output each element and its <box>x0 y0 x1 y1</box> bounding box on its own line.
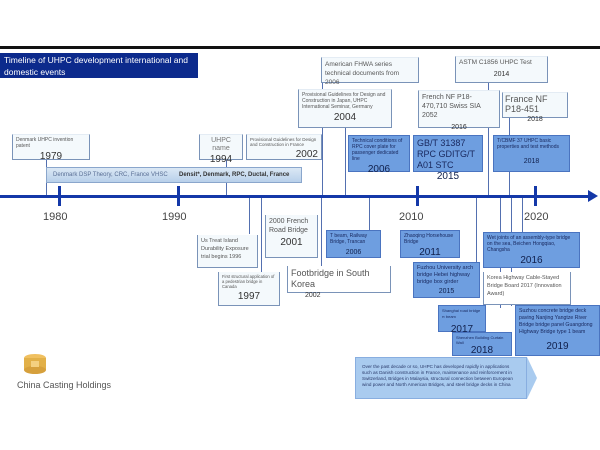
year-label: 2010 <box>399 211 424 223</box>
event-box: Us Treat Island Durability Exposure tria… <box>197 235 258 268</box>
tick-1990 <box>177 186 180 206</box>
event-year: 2014 <box>493 71 510 78</box>
arrow-right-icon <box>588 190 598 202</box>
event-text: Provisional Guidelines for Design and Co… <box>250 137 317 147</box>
event-box: Footbridge in South Korea 2002 <box>287 266 391 299</box>
event-year: 1997 <box>237 291 261 302</box>
tick-1980 <box>58 186 61 206</box>
year-label: 1990 <box>162 211 187 223</box>
connector <box>488 83 489 196</box>
company-name: China Casting Holdings <box>17 380 112 390</box>
event-text: France NF P18-451 <box>505 94 548 114</box>
summary-callout: Over the past decade or so, UHPC has dev… <box>355 357 527 399</box>
callout-arrow-icon <box>527 357 537 399</box>
event-box: Provisional Guidelines for Design and Co… <box>246 134 322 160</box>
event-year: 2004 <box>333 112 357 123</box>
connector <box>321 198 322 268</box>
event-text: First structural application of a pedest… <box>222 274 275 289</box>
event-box: Korea Highway Cable-Stayed Bridge Board … <box>483 272 571 305</box>
event-year: 1979 <box>39 151 63 162</box>
event-year: 2018 <box>527 116 543 123</box>
event-text: T/CBMF 37 UHPC basic properties and test… <box>497 138 559 150</box>
connector <box>322 83 323 89</box>
event-text: ASTM C1856 UHPC Test <box>459 59 532 66</box>
event-year: 2002 <box>305 292 321 299</box>
event-year: 2015 <box>438 288 455 295</box>
event-year: 2011 <box>419 247 441 258</box>
event-year: 2016 <box>520 255 543 266</box>
connector <box>476 198 477 262</box>
connector <box>322 128 323 196</box>
event-text: UHPC name <box>211 137 231 152</box>
tick-2010 <box>416 186 419 206</box>
event-text: 2000 French Road Bridge <box>269 218 309 234</box>
connector <box>369 198 370 230</box>
page-title: Timeline of UHPC development internation… <box>0 53 198 78</box>
event-box: Fuzhou University arch bridge Hebei high… <box>413 262 480 298</box>
year-label: 1980 <box>43 211 68 223</box>
event-year: 2019 <box>546 341 569 352</box>
event-text: GB/T 31387 RPC GDITG/T A01 STC <box>417 138 475 170</box>
event-year: 2002 <box>295 149 318 160</box>
event-box: T beam, Railway Bridge, Trancan 2006 <box>326 230 381 258</box>
connector <box>249 198 250 234</box>
event-text: Technical conditions of RPC cover plate … <box>352 138 403 162</box>
event-year: 2018 <box>470 345 494 356</box>
connector <box>261 198 262 272</box>
connector <box>522 198 523 232</box>
event-box: Denmark UHPC invention patent 1979 <box>12 134 90 162</box>
event-text: Shanghai road bridge π beam <box>442 308 481 319</box>
event-box: France NF P18-451 2018 <box>502 92 568 123</box>
event-box: UHPC name 1994 <box>199 134 243 165</box>
event-box: Wet joints of an assembly-type bridge on… <box>483 232 580 268</box>
event-year: 2017 <box>450 324 474 335</box>
event-box: First structural application of a pedest… <box>218 272 280 306</box>
connector <box>345 128 346 196</box>
event-year: 2006 <box>367 164 391 175</box>
event-box: Shanghai road bridge π beam 2017 <box>438 305 486 335</box>
event-year: 2006 <box>345 249 362 256</box>
event-box: T/CBMF 37 UHPC basic properties and test… <box>493 135 570 172</box>
event-text: Denmark UHPC invention patent <box>16 137 74 149</box>
event-box: French NF P18-470,710 Swiss SIA 2052 2016 <box>418 90 500 131</box>
event-text: Footbridge in South Korea <box>291 268 370 289</box>
band-right-label: Densit*, Denmark, RPC, Ductal, France <box>179 172 290 178</box>
event-text: Us Treat Island Durability Exposure tria… <box>201 238 249 260</box>
event-year: 2001 <box>280 237 303 248</box>
event-box: Provisional Guidelines for Design and Co… <box>298 89 392 128</box>
top-divider <box>0 46 600 49</box>
event-box: Technical conditions of RPC cover plate … <box>348 135 410 175</box>
event-year: 2015 <box>436 171 460 182</box>
era-band: Denmark DSP Theory, CRC, France VHSC Den… <box>46 167 302 183</box>
year-label: 2020 <box>524 211 549 223</box>
event-text: Korea Highway Cable-Stayed Bridge Board … <box>487 275 562 297</box>
event-year: 2016 <box>451 124 467 131</box>
company-logo-icon <box>22 353 48 375</box>
event-text: Wet joints of an assembly-type bridge on… <box>487 235 571 253</box>
band-left-label: Denmark DSP Theory, CRC, France VHSC <box>53 172 168 178</box>
event-text: American FHWA series technical documents… <box>325 61 400 86</box>
event-box: Suzhou concrete bridge deck paving Nanji… <box>515 305 600 356</box>
event-box: ASTM C1856 UHPC Test 2014 <box>455 56 548 83</box>
event-text: T beam, Railway Bridge, Trancan <box>330 233 368 245</box>
event-text: Provisional Guidelines for Design and Co… <box>302 92 386 110</box>
event-text: Zhaoqing Horsehouse Bridge <box>404 233 454 245</box>
tick-2020 <box>534 186 537 206</box>
timeline-axis <box>0 195 592 198</box>
event-box: American FHWA series technical documents… <box>321 57 419 86</box>
event-text: Suzhou concrete bridge deck paving Nanji… <box>519 308 593 335</box>
event-box: 2000 French Road Bridge 2001 <box>265 215 318 258</box>
event-text: French NF P18-470,710 Swiss SIA 2052 <box>422 94 481 119</box>
event-year: 1994 <box>209 154 233 165</box>
event-text: Fuzhou University arch bridge Hebei high… <box>417 265 474 285</box>
event-box: Zhaoqing Horsehouse Bridge 2011 <box>400 230 460 258</box>
event-year: 2018 <box>523 158 540 165</box>
event-text: Shenzhen Building Curtain Wall <box>456 335 504 345</box>
